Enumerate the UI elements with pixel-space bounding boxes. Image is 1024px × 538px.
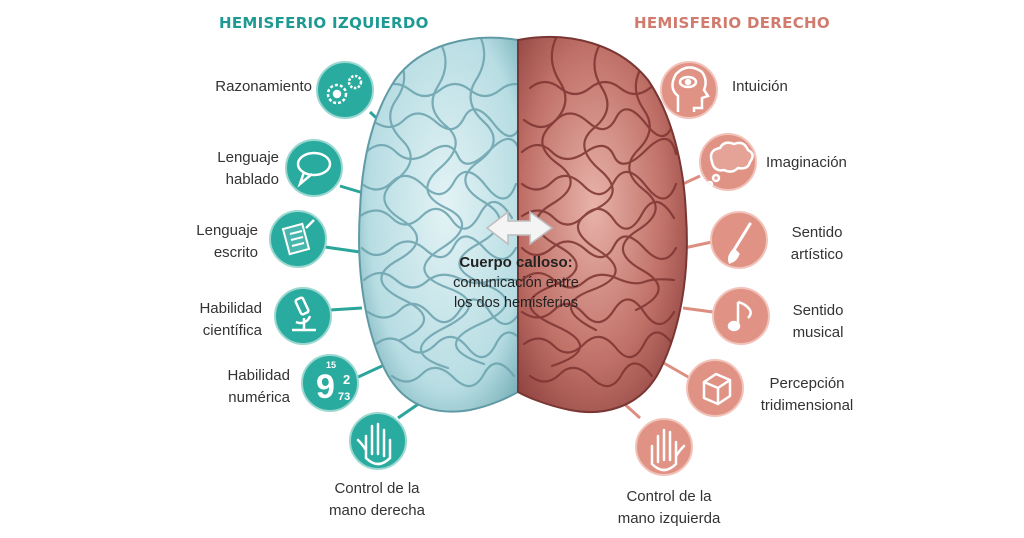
- label-line: escrito: [213, 244, 258, 261]
- label-line: Sentido: [792, 302, 844, 319]
- icon-circle: [285, 139, 343, 197]
- label-sentido-musical: Sentido musical: [776, 300, 860, 344]
- left-hemisphere: [358, 36, 519, 413]
- svg-text:73: 73: [338, 391, 350, 403]
- label-sentido-artistico: Sentido artístico: [774, 222, 860, 266]
- connector-line: [324, 245, 361, 254]
- label-control-mano-derecha: Control de la mano derecha: [322, 478, 432, 522]
- label-line: Imaginación: [766, 154, 847, 171]
- svg-text:9: 9: [316, 368, 335, 406]
- label-line: hablado: [225, 171, 279, 188]
- right-hand-icon: [356, 422, 392, 466]
- icon-circle: [712, 287, 770, 345]
- icon-circle: [660, 61, 718, 119]
- corpus-callosum-line: comunicación entre: [453, 275, 579, 291]
- label-line: mano derecha: [329, 502, 425, 519]
- corpus-callosum-caption: Cuerpo calloso: comunicación entre los d…: [431, 253, 601, 313]
- label-line: artístico: [790, 246, 844, 263]
- label-percepcion-tridimensional: Percepción tridimensional: [752, 373, 862, 417]
- label-line: Sentido: [791, 224, 843, 241]
- gears-icon: [326, 74, 363, 105]
- paintbrush-icon: [728, 222, 752, 264]
- left-hand-icon: [650, 428, 686, 472]
- right-hemisphere: [517, 36, 688, 413]
- label-habilidad-cientifica: Habilidad científica: [199, 298, 262, 342]
- corpus-callosum-title: Cuerpo calloso:: [459, 254, 573, 271]
- label-line: numérica: [228, 389, 290, 406]
- connector-line: [682, 306, 714, 314]
- corpus-callosum-line: los dos hemisferios: [453, 295, 579, 311]
- connector-line: [355, 364, 383, 380]
- connector-line: [661, 360, 691, 380]
- numbers-icon: 9 2 73 15: [316, 360, 350, 406]
- label-habilidad-numerica: Habilidad numérica: [227, 365, 290, 409]
- left-hemisphere-title: HEMISFERIO IZQUIERDO: [219, 14, 429, 32]
- label-line: Habilidad: [199, 300, 262, 317]
- label-line: mano izquierda: [617, 510, 721, 527]
- label-line: Percepción: [769, 375, 845, 392]
- microscope-icon: [292, 296, 316, 332]
- label-line: tridimensional: [760, 397, 854, 414]
- label-control-mano-izquierda: Control de la mano izquierda: [612, 486, 726, 530]
- icon-circle: [301, 354, 359, 412]
- icon-circle: [274, 287, 332, 345]
- connector-line: [329, 306, 363, 312]
- label-line: Intuición: [732, 78, 788, 95]
- label-line: Lenguaje: [217, 149, 279, 166]
- right-hemisphere-title: HEMISFERIO DERECHO: [634, 14, 830, 32]
- label-line: científica: [202, 322, 262, 339]
- label-line: Habilidad: [227, 367, 290, 384]
- label-lenguaje-escrito: Lenguaje escrito: [196, 220, 258, 264]
- cube-icon: [702, 372, 732, 406]
- label-line: Control de la: [626, 488, 712, 505]
- writing-paper-icon: [281, 219, 315, 256]
- thought-cloud-icon: [706, 141, 754, 188]
- label-line: musical: [792, 324, 844, 341]
- label-razonamiento: Razonamiento: [215, 76, 312, 98]
- speech-bubble-icon: [296, 151, 332, 188]
- label-line: Control de la: [334, 480, 420, 497]
- label-intuicion: Intuición: [732, 76, 788, 98]
- music-note-icon: [727, 300, 752, 332]
- connector-line: [683, 240, 713, 250]
- label-line: Lenguaje: [196, 222, 258, 239]
- head-eye-icon: [671, 66, 710, 112]
- label-lenguaje-hablado: Lenguaje hablado: [217, 147, 279, 191]
- svg-text:15: 15: [326, 360, 336, 370]
- label-line: Razonamiento: [215, 78, 312, 95]
- svg-text:2: 2: [343, 372, 350, 387]
- label-imaginacion: Imaginación: [766, 152, 847, 174]
- double-arrow-icon: [485, 210, 554, 246]
